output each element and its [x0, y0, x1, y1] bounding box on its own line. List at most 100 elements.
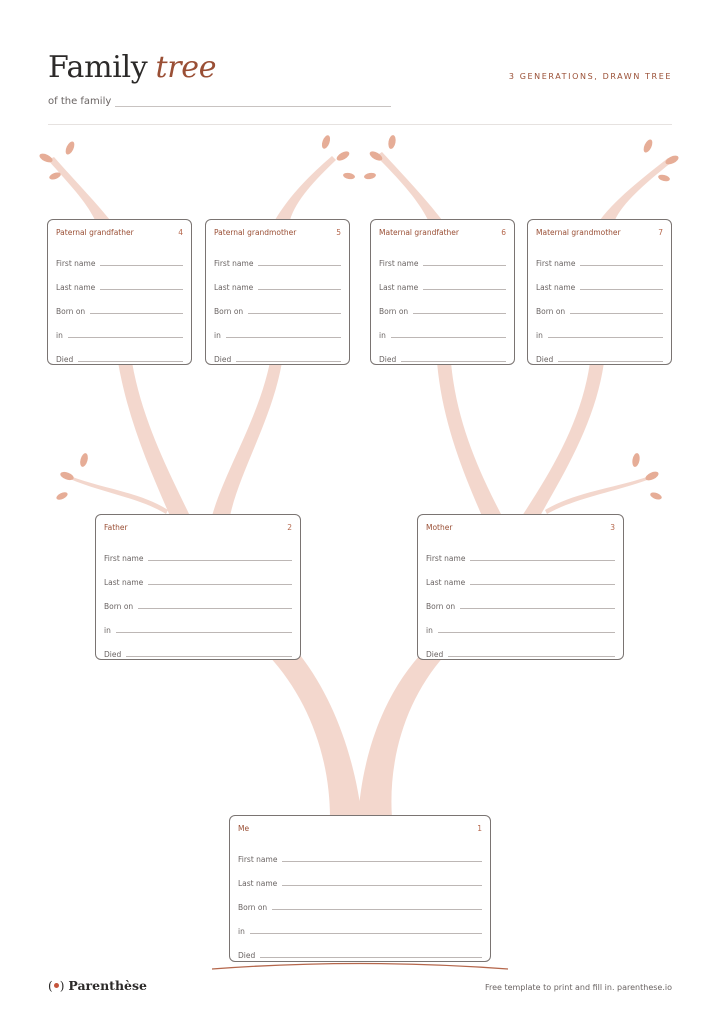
- field-label: Died: [56, 355, 74, 364]
- field-line: [547, 337, 663, 338]
- field-label: in: [238, 927, 245, 936]
- field-line: [413, 313, 506, 314]
- tree-leaves: [39, 135, 679, 500]
- first-name-field[interactable]: First name: [536, 244, 663, 268]
- born-on-field[interactable]: Born on: [426, 587, 615, 611]
- born-on-field[interactable]: Born on: [214, 292, 341, 316]
- field-line: [437, 632, 615, 633]
- brand-logo: () Parenthèse: [48, 978, 147, 993]
- field-line: [67, 337, 183, 338]
- last-name-field[interactable]: Last name: [238, 864, 482, 888]
- birthplace-field[interactable]: in: [426, 611, 615, 635]
- first-name-field[interactable]: First name: [379, 244, 506, 268]
- birthplace-field[interactable]: in: [104, 611, 292, 635]
- born-on-field[interactable]: Born on: [536, 292, 663, 316]
- field-label: Died: [214, 355, 232, 364]
- last-name-field[interactable]: Last name: [379, 268, 506, 292]
- field-label: First name: [536, 259, 576, 268]
- first-name-field[interactable]: First name: [238, 840, 482, 864]
- field-line: [148, 560, 292, 561]
- field-line: [115, 632, 292, 633]
- field-label: Born on: [238, 903, 268, 912]
- birthplace-field[interactable]: in: [214, 316, 341, 340]
- field-line: [423, 289, 506, 290]
- field-label: Born on: [56, 307, 86, 316]
- last-name-field[interactable]: Last name: [536, 268, 663, 292]
- card-number: 1: [477, 823, 482, 833]
- card-number: 3: [610, 522, 615, 532]
- field-line: [148, 584, 292, 585]
- tree-branches: [48, 152, 672, 818]
- field-label: First name: [238, 855, 278, 864]
- last-name-field[interactable]: Last name: [104, 563, 292, 587]
- last-name-field[interactable]: Last name: [214, 268, 341, 292]
- field-line: [470, 560, 615, 561]
- first-name-field[interactable]: First name: [104, 539, 292, 563]
- field-line: [258, 289, 341, 290]
- last-name-field[interactable]: Last name: [426, 563, 615, 587]
- field-label: Last name: [426, 578, 466, 587]
- field-line: [423, 265, 506, 266]
- card-number: 7: [658, 227, 663, 237]
- died-field[interactable]: Died: [536, 340, 663, 364]
- born-on-field[interactable]: Born on: [379, 292, 506, 316]
- field-line: [401, 361, 506, 362]
- field-label: First name: [104, 554, 144, 563]
- family-name-field[interactable]: [115, 106, 391, 107]
- died-field[interactable]: Died: [214, 340, 341, 364]
- subtitle: of the family: [48, 96, 112, 107]
- card-number: 2: [287, 522, 292, 532]
- ground-line: [211, 962, 509, 970]
- died-field[interactable]: Died: [238, 936, 482, 960]
- birthplace-field[interactable]: in: [56, 316, 183, 340]
- field-line: [282, 885, 482, 886]
- tagline: 3 GENERATIONS, DRAWN TREE: [508, 72, 672, 81]
- card-number: 6: [501, 227, 506, 237]
- field-line: [249, 933, 482, 934]
- field-line: [558, 361, 663, 362]
- field-label: First name: [379, 259, 419, 268]
- card-number: 4: [178, 227, 183, 237]
- field-label: Born on: [104, 602, 134, 611]
- field-label: First name: [56, 259, 96, 268]
- field-line: [126, 656, 292, 657]
- birthplace-field[interactable]: in: [379, 316, 506, 340]
- field-label: Last name: [238, 879, 278, 888]
- parenthesis-logo-icon: (): [48, 978, 65, 993]
- died-field[interactable]: Died: [379, 340, 506, 364]
- field-line: [258, 265, 341, 266]
- birthplace-field[interactable]: in: [238, 912, 482, 936]
- died-field[interactable]: Died: [426, 635, 615, 659]
- field-line: [390, 337, 506, 338]
- field-line: [570, 313, 663, 314]
- header-divider: [48, 124, 672, 125]
- died-field[interactable]: Died: [56, 340, 183, 364]
- field-line: [78, 361, 183, 362]
- first-name-field[interactable]: First name: [214, 244, 341, 268]
- field-line: [90, 313, 183, 314]
- first-name-field[interactable]: First name: [426, 539, 615, 563]
- field-line: [460, 608, 615, 609]
- died-field[interactable]: Died: [104, 635, 292, 659]
- born-on-field[interactable]: Born on: [238, 888, 482, 912]
- card-me: Me 1 First name Last name Born on in Died: [229, 815, 491, 962]
- field-label: Died: [104, 650, 122, 659]
- first-name-field[interactable]: First name: [56, 244, 183, 268]
- last-name-field[interactable]: Last name: [56, 268, 183, 292]
- field-line: [580, 289, 663, 290]
- field-label: Born on: [214, 307, 244, 316]
- field-line: [260, 957, 482, 958]
- card-title: Paternal grandmother: [214, 227, 297, 237]
- birthplace-field[interactable]: in: [536, 316, 663, 340]
- field-label: Died: [379, 355, 397, 364]
- card-title: Me: [238, 823, 250, 833]
- brand-name: Parenthèse: [68, 978, 147, 993]
- field-line: [470, 584, 615, 585]
- field-label: Last name: [214, 283, 254, 292]
- born-on-field[interactable]: Born on: [56, 292, 183, 316]
- title-accent: tree: [155, 50, 217, 85]
- born-on-field[interactable]: Born on: [104, 587, 292, 611]
